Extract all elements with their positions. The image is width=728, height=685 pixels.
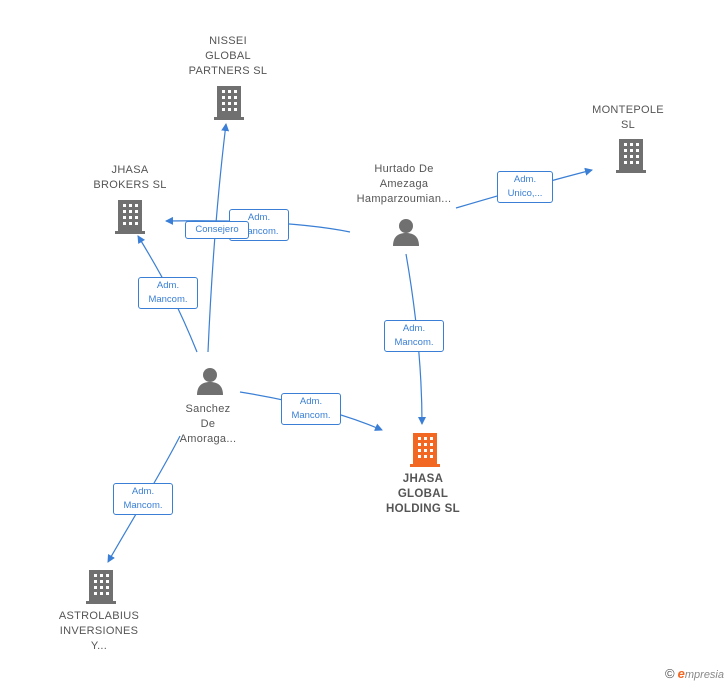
edge-label-sanchez-brokers[interactable]: Adm. Mancom. [138,277,198,309]
node-label-jhasa-brokers[interactable]: JHASA BROKERS SL [93,164,167,191]
building-icon[interactable] [115,200,145,234]
node-label-montepole[interactable]: MONTEPOLE SL [592,104,664,131]
brand-footer: ©empresia [665,666,724,681]
edge-label-hurtado-global[interactable]: Adm. Mancom. [384,320,444,352]
edge-label-hurtado-montepole[interactable]: Adm. Unico,... [497,171,553,203]
edge-label-sanchez-global[interactable]: Adm. Mancom. [281,393,341,425]
node-label-hurtado[interactable]: Hurtado De Amezaga Hamparzoumian... [356,163,452,205]
brand-logo-e: e [677,666,685,681]
building-icon[interactable] [86,570,116,604]
copyright-symbol: © [665,666,675,681]
edge-label-sanchez-astrolabius[interactable]: Adm. Mancom. [113,483,173,515]
node-label-jhasa-global[interactable]: JHASA GLOBAL HOLDING SL [386,473,460,515]
edge-label-consejero[interactable]: Consejero [185,221,249,239]
person-icon[interactable] [197,368,223,395]
building-icon[interactable] [410,433,440,467]
building-icon[interactable] [616,139,646,173]
building-icon[interactable] [214,86,244,120]
node-label-astrolabius[interactable]: ASTROLABIUS INVERSIONES Y... [58,610,140,652]
node-label-nissei[interactable]: NISSEI GLOBAL PARTNERS SL [188,35,268,77]
brand-logo-text: mpresia [684,669,724,681]
person-icon[interactable] [393,219,419,246]
node-label-sanchez[interactable]: Sanchez De Amoraga... [179,403,237,445]
